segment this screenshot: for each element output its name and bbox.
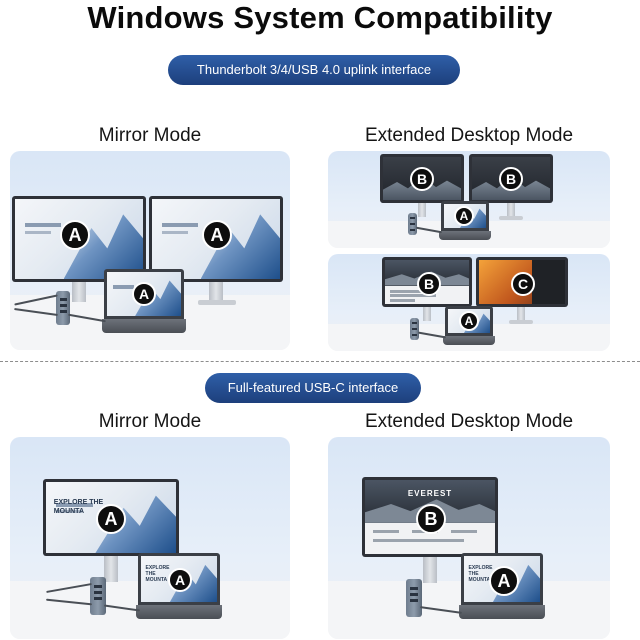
- screen-headline: EXPLORE THE MOUNTA: [53, 498, 104, 515]
- monitor-screen: [15, 199, 143, 279]
- monitor-stand: [423, 557, 437, 583]
- monitor-stand: [517, 307, 525, 321]
- docking-hub: [56, 291, 70, 325]
- monitor-base: [509, 320, 533, 324]
- laptop-screen-headline: EXPLORE THE MOUNTA: [468, 565, 493, 584]
- monitor-screen: [152, 199, 280, 279]
- monitor-stand: [507, 203, 515, 217]
- mode-label-extended-top: Extended Desktop Mode: [364, 125, 574, 146]
- docking-hub: [408, 213, 417, 235]
- mode-label-mirror-top: Mirror Mode: [98, 125, 202, 146]
- section-divider: [0, 361, 640, 362]
- monitor-screen: EVEREST: [365, 480, 495, 554]
- interface-label-thunderbolt: Thunderbolt 3/4/USB 4.0 uplink interface: [168, 55, 460, 85]
- monitor-stand: [423, 307, 431, 321]
- display-badge-a: A: [168, 568, 192, 592]
- mirror-mode-panel-thunderbolt: A A A: [10, 151, 290, 350]
- monitor-screen: [472, 157, 550, 200]
- display-badge-a: A: [489, 566, 519, 596]
- display-badge-b: B: [416, 504, 446, 534]
- monitor-stand: [209, 282, 223, 302]
- display-badge-a: A: [459, 311, 479, 331]
- display-badge-a: A: [454, 206, 474, 226]
- extended-mode-panel-thunderbolt-1: B B A: [328, 151, 610, 248]
- monitor-right: [149, 196, 283, 282]
- docking-hub: [90, 577, 106, 615]
- docking-hub: [410, 318, 419, 340]
- monitor: EXPLORE THE MOUNTA: [43, 479, 179, 556]
- monitor-base: [499, 216, 523, 220]
- monitor-base: [198, 300, 236, 305]
- mode-label-extended-bottom: Extended Desktop Mode: [364, 411, 574, 432]
- display-badge-b: B: [417, 272, 441, 296]
- monitor-right: [469, 154, 553, 203]
- page-title: Windows System Compatibility: [87, 0, 553, 35]
- display-badge-b: B: [499, 167, 523, 191]
- extended-mode-panel-usbc: EVEREST EXPLORE THE MOUNTA B A: [328, 437, 610, 639]
- mirror-mode-panel-usbc: EXPLORE THE MOUNTA EXPLORE THE MOUNTA A …: [10, 437, 290, 639]
- monitor-stand: [418, 203, 426, 217]
- display-badge-b: B: [410, 167, 434, 191]
- interface-label-usbc: Full-featured USB-C interface: [205, 373, 421, 403]
- display-badge-c: C: [511, 272, 535, 296]
- monitor-stand: [72, 282, 86, 302]
- laptop-screen-headline: EXPLORE THE MOUNTA: [145, 565, 170, 584]
- mode-label-mirror-bottom: Mirror Mode: [98, 411, 202, 432]
- extended-mode-panel-thunderbolt-2: B C A: [328, 254, 610, 351]
- display-badge-a: A: [132, 282, 156, 306]
- docking-hub: [406, 579, 422, 617]
- display-badge-a: A: [202, 220, 232, 250]
- screen-headline: EVEREST: [407, 488, 453, 498]
- display-badge-a: A: [60, 220, 90, 250]
- display-badge-a: A: [96, 504, 126, 534]
- monitor-stand: [104, 556, 118, 582]
